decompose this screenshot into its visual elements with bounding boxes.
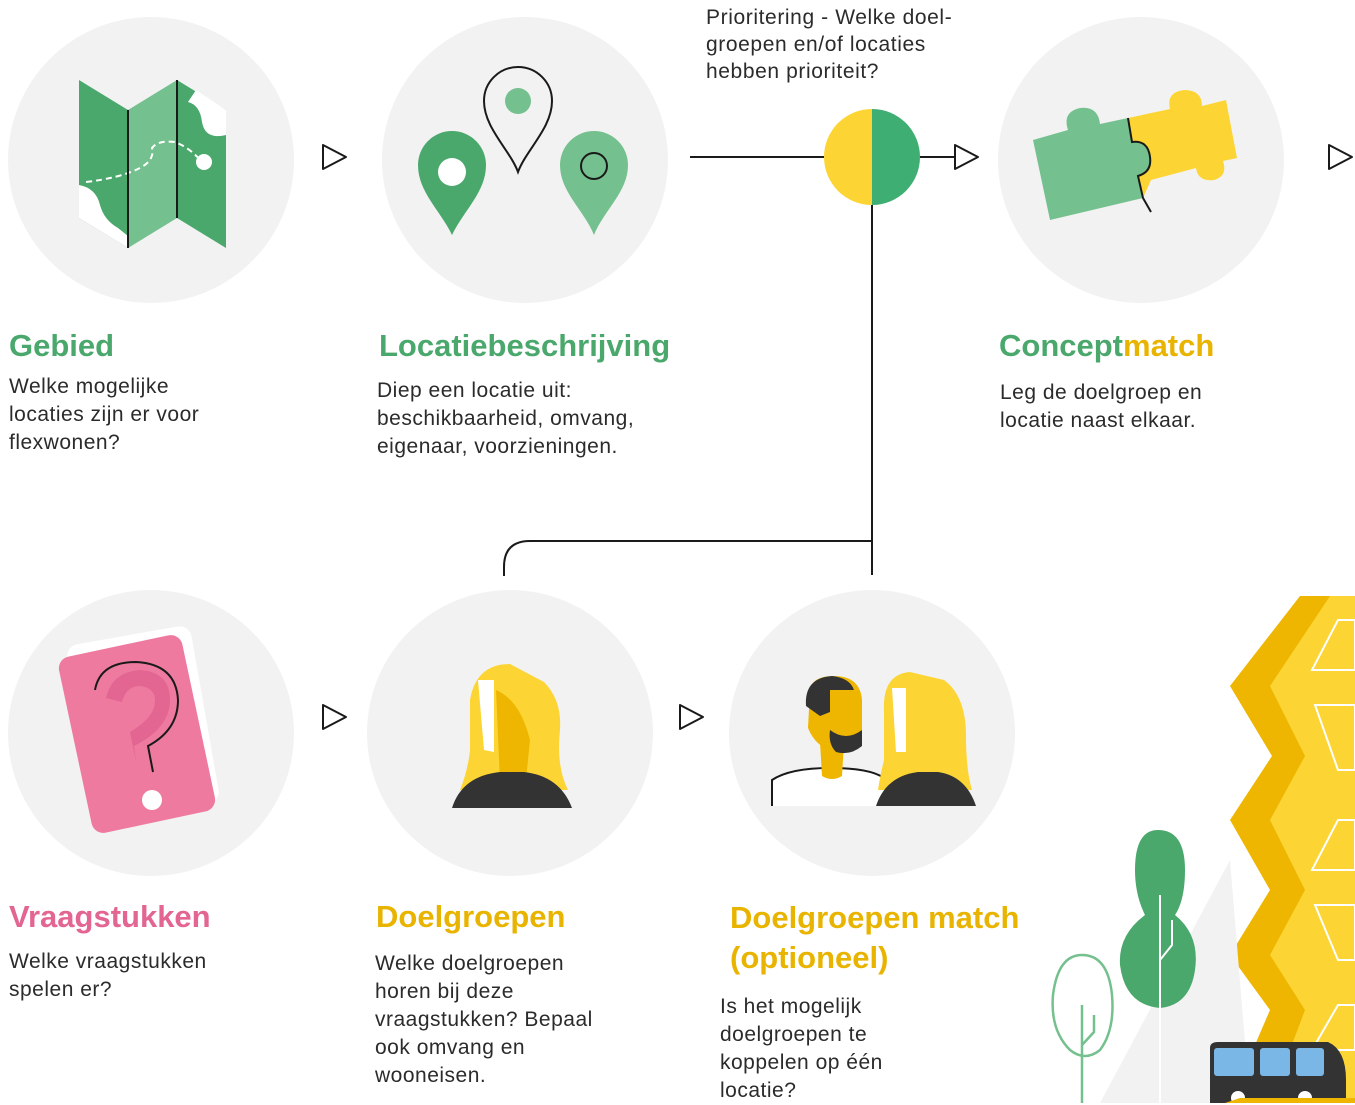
description-line: Diep een locatie uit: bbox=[377, 379, 572, 402]
woman-icon bbox=[452, 664, 572, 808]
priority-line: hebben prioriteit? bbox=[706, 60, 880, 83]
description-line: Welke vraagstukken bbox=[9, 950, 207, 973]
description-line: flexwonen? bbox=[9, 431, 121, 454]
conceptmatch-title-part1: Concept bbox=[999, 328, 1123, 363]
description-line: vraagstukken? Bepaal bbox=[375, 1008, 593, 1031]
title-line: Doelgroepen match bbox=[730, 900, 1020, 935]
locatiebeschrijving-description: Diep een locatie uit: beschikbaarheid, o… bbox=[377, 377, 634, 461]
description-line: koppelen op één bbox=[720, 1051, 883, 1074]
description-line: locaties zijn er voor bbox=[9, 403, 200, 426]
description-line: horen bij deze bbox=[375, 980, 514, 1003]
priority-circle-icon bbox=[824, 109, 920, 205]
gebied-description: Welke mogelijke locaties zijn er voor fl… bbox=[9, 373, 199, 457]
description-line: Is het mogelijk bbox=[720, 995, 862, 1018]
conceptmatch-title-part2: match bbox=[1123, 328, 1215, 363]
doelgroepen-title: Doelgroepen bbox=[376, 899, 566, 934]
priority-line: Prioritering - Welke doel- bbox=[706, 6, 953, 29]
description-line: doelgroepen te bbox=[720, 1023, 868, 1046]
description-line: ook omvang en bbox=[375, 1036, 526, 1059]
locatiebeschrijving-title: Locatiebeschrijving bbox=[379, 328, 671, 363]
description-line: Welke doelgroepen bbox=[375, 952, 565, 975]
doelgroepen-match-description: Is het mogelijk doelgroepen te koppelen … bbox=[720, 993, 883, 1105]
description-line: wooneisen. bbox=[375, 1064, 487, 1087]
arrow-right-icon bbox=[679, 704, 704, 730]
puzzle-icon bbox=[1033, 90, 1237, 220]
description-line: eigenaar, voorzieningen. bbox=[377, 435, 618, 458]
description-line: Welke mogelijke bbox=[9, 375, 170, 398]
doelgroepen-description: Welke doelgroepen horen bij deze vraagst… bbox=[375, 950, 593, 1090]
gebied-title: Gebied bbox=[9, 328, 115, 363]
doelgroepen-match-circle bbox=[729, 590, 1015, 876]
priority-label: Prioritering - Welke doel- groepen en/of… bbox=[706, 4, 952, 85]
priority-line: groepen en/of locaties bbox=[706, 33, 926, 56]
map-icon bbox=[79, 80, 226, 248]
vraagstukken-title: Vraagstukken bbox=[9, 899, 211, 934]
landscape-decoration bbox=[1051, 596, 1355, 1103]
arrow-right-icon bbox=[322, 144, 347, 170]
location-pins-icon bbox=[418, 66, 628, 235]
description-line: locatie? bbox=[720, 1079, 797, 1102]
arrow-right-icon bbox=[1328, 144, 1353, 170]
doelgroepen-match-title: Doelgroepen match (optioneel) bbox=[730, 898, 1019, 978]
people-pair-icon bbox=[771, 672, 976, 806]
title-line: (optioneel) bbox=[730, 940, 889, 975]
description-line: Leg de doelgroep en bbox=[1000, 381, 1203, 404]
arrow-right-icon bbox=[322, 704, 347, 730]
question-card-icon bbox=[58, 626, 219, 833]
connector-lines bbox=[503, 156, 955, 576]
description-line: beschikbaarheid, omvang, bbox=[377, 407, 635, 430]
description-line: locatie naast elkaar. bbox=[1000, 409, 1197, 432]
conceptmatch-title: Conceptmatch bbox=[999, 327, 1214, 365]
description-line: spelen er? bbox=[9, 978, 113, 1001]
vraagstukken-description: Welke vraagstukken spelen er? bbox=[9, 948, 207, 1004]
conceptmatch-description: Leg de doelgroep en locatie naast elkaar… bbox=[1000, 379, 1202, 435]
arrow-right-icon bbox=[954, 144, 979, 170]
